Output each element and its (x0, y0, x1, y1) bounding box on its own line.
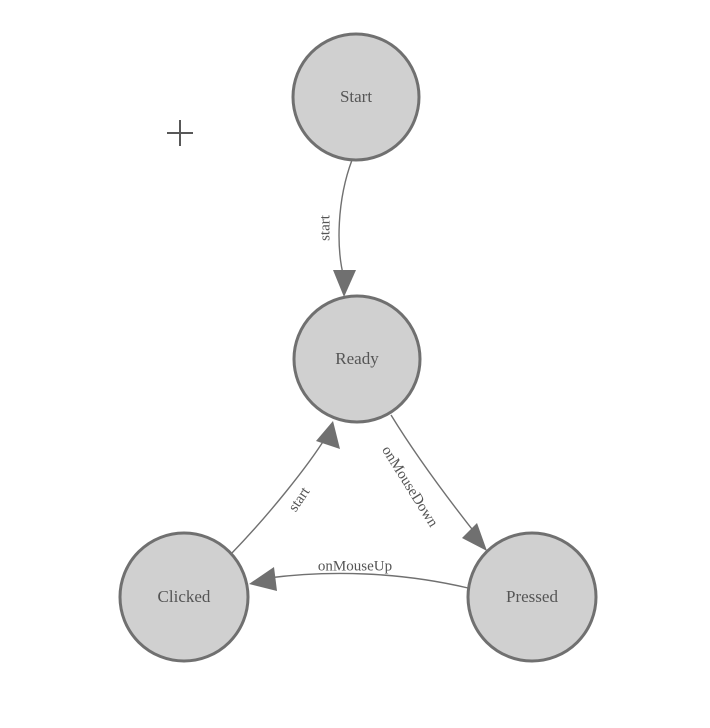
node-shape (292, 294, 422, 424)
node-label: Ready (335, 349, 379, 368)
edge-ready-to-pressed[interactable]: onMouseDown (378, 414, 487, 551)
arrowhead-icon (249, 567, 277, 591)
edge-pressed-to-clicked[interactable]: onMouseUp (249, 558, 469, 591)
edge-clicked-to-ready[interactable]: start (230, 421, 340, 555)
node-shape (291, 32, 421, 162)
edge-label-pressed-to-clicked: onMouseUp (318, 558, 392, 574)
edge-path (338, 159, 353, 279)
arrowhead-icon (462, 523, 487, 551)
edge-path (230, 436, 327, 555)
edge-label-ready-to-pressed: onMouseDown (378, 443, 441, 530)
arrowhead-icon (316, 421, 340, 449)
node-pressed[interactable]: Pressed (466, 531, 598, 663)
node-start[interactable]: Start (291, 32, 421, 162)
edge-path (390, 414, 480, 539)
node-shape (118, 531, 250, 663)
node-shape (466, 531, 598, 663)
edge-start-to-ready[interactable]: start (317, 159, 356, 297)
node-clicked[interactable]: Clicked (118, 531, 250, 663)
arrowhead-icon (333, 270, 356, 297)
node-ready[interactable]: Ready (292, 294, 422, 424)
edge-path (267, 572, 469, 589)
edge-label-clicked-to-ready: start (286, 484, 314, 515)
edge-label-start-to-ready: start (317, 214, 333, 241)
crosshair-icon (167, 120, 193, 146)
node-label: Pressed (506, 587, 558, 606)
node-label: Clicked (158, 587, 211, 606)
node-label: Start (340, 87, 372, 106)
